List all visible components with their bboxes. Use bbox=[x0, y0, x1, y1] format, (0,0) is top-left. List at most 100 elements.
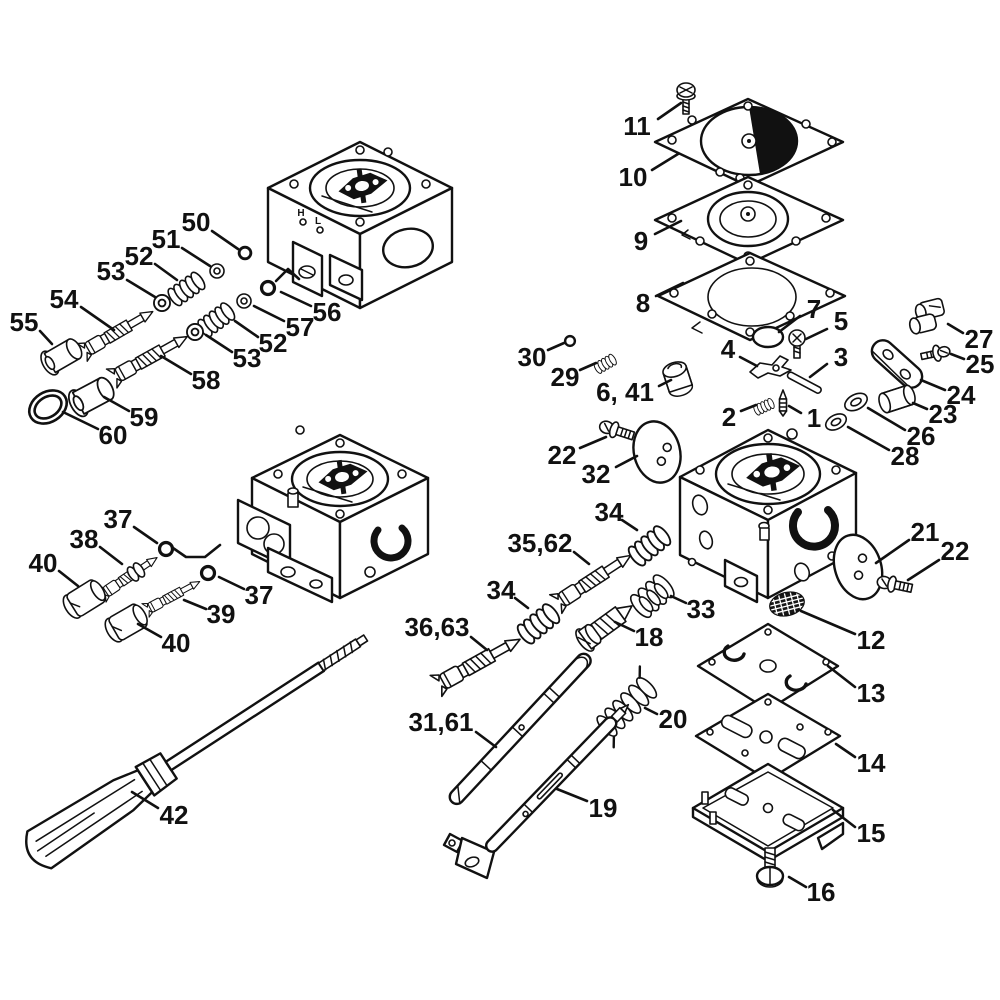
part-label-32: 32 bbox=[582, 454, 639, 489]
part-number-text: 22 bbox=[941, 536, 970, 566]
leader-line bbox=[739, 403, 758, 413]
part-label-22: 22 bbox=[548, 435, 608, 470]
part-number-text: 40 bbox=[29, 548, 58, 578]
leader-line bbox=[799, 609, 857, 636]
part-12-screen bbox=[768, 589, 806, 619]
part-number-text: 33 bbox=[687, 594, 716, 624]
part-16-screw bbox=[755, 847, 785, 888]
part-14-pump-gasket bbox=[694, 692, 842, 782]
leader-line bbox=[919, 378, 947, 392]
part-label-40: 40 bbox=[29, 548, 80, 588]
part-number-text: 13 bbox=[857, 678, 886, 708]
part-number-text: 14 bbox=[857, 748, 886, 778]
leader-line bbox=[125, 278, 157, 299]
part-32-throttle-plate bbox=[632, 420, 682, 484]
part-57-washer bbox=[236, 293, 252, 309]
part-50-ring bbox=[237, 245, 253, 261]
part-number-text: 20 bbox=[659, 704, 688, 734]
leader-line bbox=[513, 596, 530, 610]
part-34-spring-bottom bbox=[513, 600, 564, 648]
part-label-59: 59 bbox=[102, 395, 158, 432]
part-label-54: 54 bbox=[50, 284, 116, 332]
part-label-2: 2 bbox=[722, 402, 758, 432]
part-label-38: 38 bbox=[70, 524, 124, 566]
leader-line bbox=[777, 314, 802, 334]
leader-line bbox=[279, 290, 313, 308]
leader-line bbox=[204, 333, 234, 354]
part-label-50: 50 bbox=[182, 207, 240, 251]
part-23-bushing bbox=[878, 384, 916, 414]
leader-line bbox=[180, 246, 212, 268]
carb-body-top bbox=[266, 140, 454, 310]
leader-line bbox=[826, 664, 857, 689]
part-label-29: 29 bbox=[551, 361, 598, 392]
leader-line bbox=[578, 435, 608, 450]
part-label-23: 23 bbox=[911, 399, 957, 429]
part-22-screw-right bbox=[874, 572, 915, 597]
part-number-text: 28 bbox=[891, 441, 920, 471]
part-11-screw bbox=[676, 82, 696, 115]
leader-line bbox=[831, 808, 857, 829]
part-number-text: 19 bbox=[589, 793, 618, 823]
part-label-28: 28 bbox=[846, 425, 920, 471]
part-30-ring bbox=[563, 334, 577, 348]
part-51-washer bbox=[209, 263, 225, 279]
part-number-text: 12 bbox=[857, 625, 886, 655]
part-number-text: 53 bbox=[233, 343, 262, 373]
leader-line bbox=[946, 322, 965, 335]
leader-line bbox=[787, 404, 803, 415]
part-label-55: 55 bbox=[10, 307, 54, 346]
part-53-washer-b bbox=[186, 323, 204, 341]
part-number-text: 56 bbox=[313, 297, 342, 327]
part-label-53: 53 bbox=[204, 333, 262, 373]
part-55-bushing bbox=[36, 333, 87, 379]
part-7-plug bbox=[751, 325, 785, 349]
leader-line bbox=[650, 152, 680, 172]
part-56-ring bbox=[259, 279, 277, 297]
part-number-text: 54 bbox=[50, 284, 79, 314]
leader-line bbox=[866, 406, 907, 432]
leader-line bbox=[233, 319, 260, 339]
body-engraving-l: L bbox=[315, 216, 321, 227]
part-label-52: 52 bbox=[233, 319, 287, 358]
leader-line bbox=[546, 341, 566, 352]
leader-line bbox=[469, 635, 489, 652]
part-number-text: 4 bbox=[721, 334, 736, 364]
part-label-37: 37 bbox=[217, 575, 274, 610]
part-label-13: 13 bbox=[826, 664, 886, 708]
leader-line bbox=[57, 569, 80, 588]
part-label-14: 14 bbox=[834, 742, 886, 778]
part-label-11: 11 bbox=[623, 101, 683, 141]
leader-line bbox=[653, 219, 683, 236]
part-label-3: 3 bbox=[808, 342, 848, 379]
part-number-text: 34 bbox=[487, 575, 516, 605]
part-34-spring-top bbox=[624, 522, 675, 570]
part-number-text: 27 bbox=[965, 324, 994, 354]
part-42-screwdriver bbox=[25, 634, 369, 870]
leader-line bbox=[669, 594, 688, 605]
leader-line bbox=[217, 575, 246, 591]
part-label-40: 40 bbox=[136, 622, 190, 658]
part-label-33: 33 bbox=[669, 594, 716, 624]
part-56-pointer-line bbox=[274, 267, 301, 283]
part-59-bushing bbox=[64, 372, 120, 421]
part-label-18: 18 bbox=[613, 620, 663, 652]
part-21-disc bbox=[832, 533, 884, 601]
part-number-text: 37 bbox=[245, 580, 274, 610]
leader-line bbox=[911, 401, 929, 411]
leader-line bbox=[613, 620, 636, 633]
part-2-spring bbox=[751, 397, 776, 417]
part-19-shaft bbox=[442, 703, 630, 880]
leader-line bbox=[614, 454, 639, 469]
part-label-16: 16 bbox=[787, 875, 835, 907]
part-37-pointer-line bbox=[171, 543, 222, 559]
part-label-19: 19 bbox=[555, 787, 618, 823]
part-22-screw-left bbox=[596, 416, 637, 445]
part-number-text: 50 bbox=[182, 207, 211, 237]
part-number-text: 9 bbox=[634, 226, 648, 256]
part-33-spring bbox=[629, 574, 675, 619]
leader-line bbox=[210, 229, 240, 251]
leader-line bbox=[834, 742, 857, 759]
part-label-39: 39 bbox=[182, 598, 235, 629]
